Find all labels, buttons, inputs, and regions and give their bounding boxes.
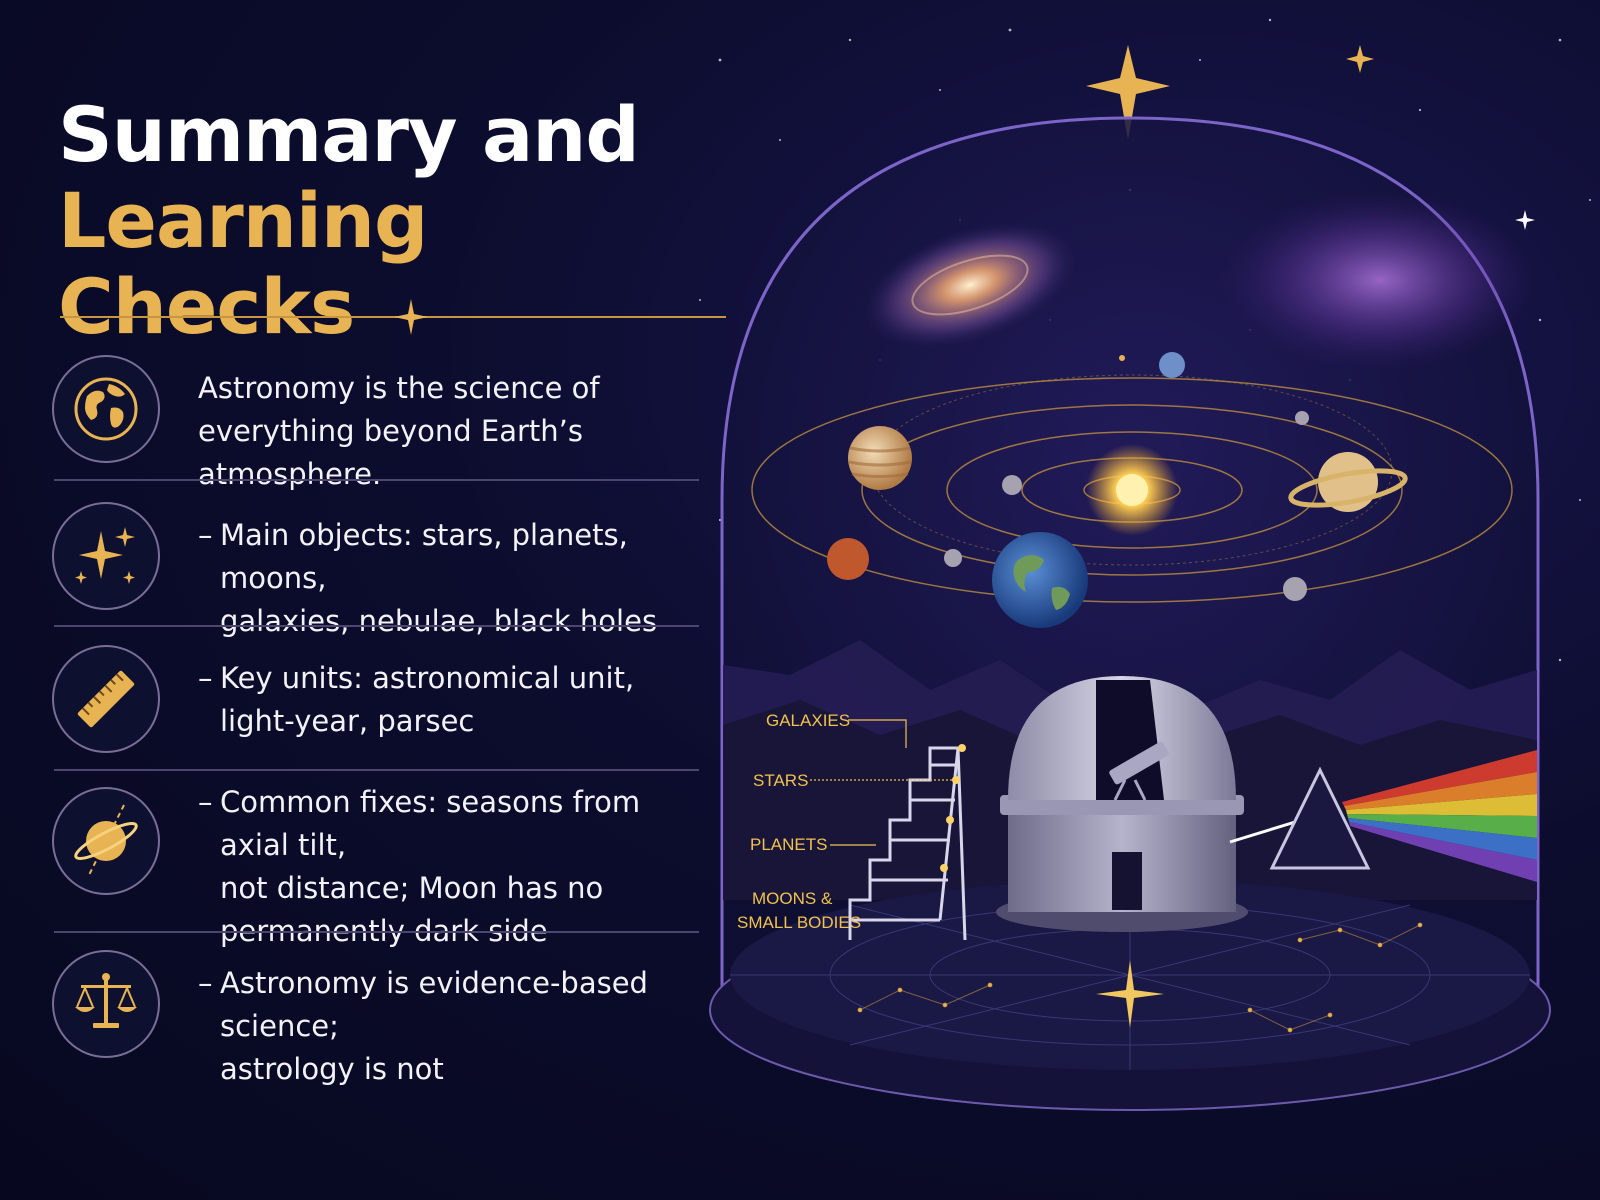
- summary-item-science-vs-astrology: – Astronomy is evidence-based science; a…: [52, 950, 702, 1086]
- title-block: Summary and Learning Checks: [58, 92, 738, 350]
- mercury-planet: [1002, 475, 1022, 495]
- callout-stars: STARS: [753, 771, 808, 790]
- row-divider: [54, 479, 699, 481]
- summary-text-line: Astronomy is the science of: [198, 371, 600, 405]
- moon-small: [944, 549, 962, 567]
- summary-text-line: Key units: astronomical unit,: [220, 661, 635, 695]
- nebula: [1220, 190, 1540, 370]
- summary-text-line: light-year, parsec: [220, 704, 475, 738]
- four-point-star-icon: [394, 299, 428, 335]
- row-divider: [54, 931, 699, 933]
- rainbow-spectrum: [1342, 750, 1537, 882]
- ruler-icon: [52, 645, 160, 753]
- summary-item-text: – Astronomy is evidence-based science; a…: [198, 962, 702, 1091]
- row-divider: [54, 625, 699, 627]
- page-title-line-1: Summary and: [58, 90, 640, 179]
- summary-item-definition: Astronomy is the science of everything b…: [52, 355, 702, 491]
- jupiter-planet: [848, 426, 912, 490]
- row-divider: [54, 769, 699, 771]
- summary-text-line: Common fixes: seasons from axial tilt,: [220, 785, 641, 862]
- summary-item-common-fixes: – Common fixes: seasons from axial tilt,…: [52, 785, 702, 948]
- callout-moons-line1: MOONS &: [752, 889, 833, 908]
- globe-icon: [52, 355, 160, 463]
- title-divider: [60, 316, 726, 318]
- summary-item-key-units: – Key units: astronomical unit, light-ye…: [52, 645, 702, 753]
- observatory-door: [1112, 852, 1142, 910]
- summary-text-line: Main objects: stars, planets, moons,: [220, 518, 628, 595]
- summary-item-text: Astronomy is the science of everything b…: [198, 367, 702, 496]
- summary-text-line: astrology is not: [220, 1052, 444, 1086]
- observatory-dome-illustration: GALAXIES STARS PLANETS MOONS & SMALL BOD…: [699, 18, 1591, 1111]
- summary-item-text: – Key units: astronomical unit, light-ye…: [198, 657, 634, 743]
- prism: [1269, 766, 1371, 870]
- tilted-planet-icon: [52, 787, 160, 895]
- balance-scale-icon: [52, 950, 160, 1058]
- mars-planet: [827, 538, 869, 580]
- summary-item-main-objects: – Main objects: stars, planets, moons, g…: [52, 502, 702, 638]
- callout-galaxies: GALAXIES: [766, 711, 850, 730]
- sparkle-stars-icon: [52, 502, 160, 610]
- summary-text-line: everything beyond Earth’s atmosphere.: [198, 414, 584, 491]
- four-point-star-icon: [1096, 960, 1164, 1028]
- neptune-planet: [1159, 352, 1185, 378]
- bullet-dash: –: [198, 966, 213, 1000]
- summary-item-text: – Common fixes: seasons from axial tilt,…: [198, 781, 702, 953]
- moon-small: [1295, 411, 1309, 425]
- earth-planet: [992, 532, 1088, 628]
- moon-small: [1283, 577, 1307, 601]
- callout-planets: PLANETS: [750, 835, 827, 854]
- spiral-galaxy: [864, 222, 1076, 348]
- telescope-icon: [1109, 741, 1169, 801]
- four-point-star-icon: [1346, 45, 1374, 73]
- page-title-line-2: Learning Checks: [58, 176, 428, 351]
- bullet-dash: –: [198, 661, 213, 695]
- bullet-dash: –: [198, 518, 213, 552]
- constellations: [857, 922, 1423, 1033]
- four-point-star-icon: [1086, 45, 1170, 140]
- summary-text-line: Astronomy is evidence-based science;: [220, 966, 648, 1043]
- summary-text-line: not distance; Moon has no: [220, 871, 604, 905]
- bullet-dash: –: [198, 785, 213, 819]
- summary-item-text: – Main objects: stars, planets, moons, g…: [198, 514, 702, 643]
- four-point-star-icon: [1515, 210, 1535, 230]
- summary-text-line: galaxies, nebulae, black holes: [220, 604, 658, 638]
- callout-moons-line2: SMALL BODIES: [737, 913, 861, 932]
